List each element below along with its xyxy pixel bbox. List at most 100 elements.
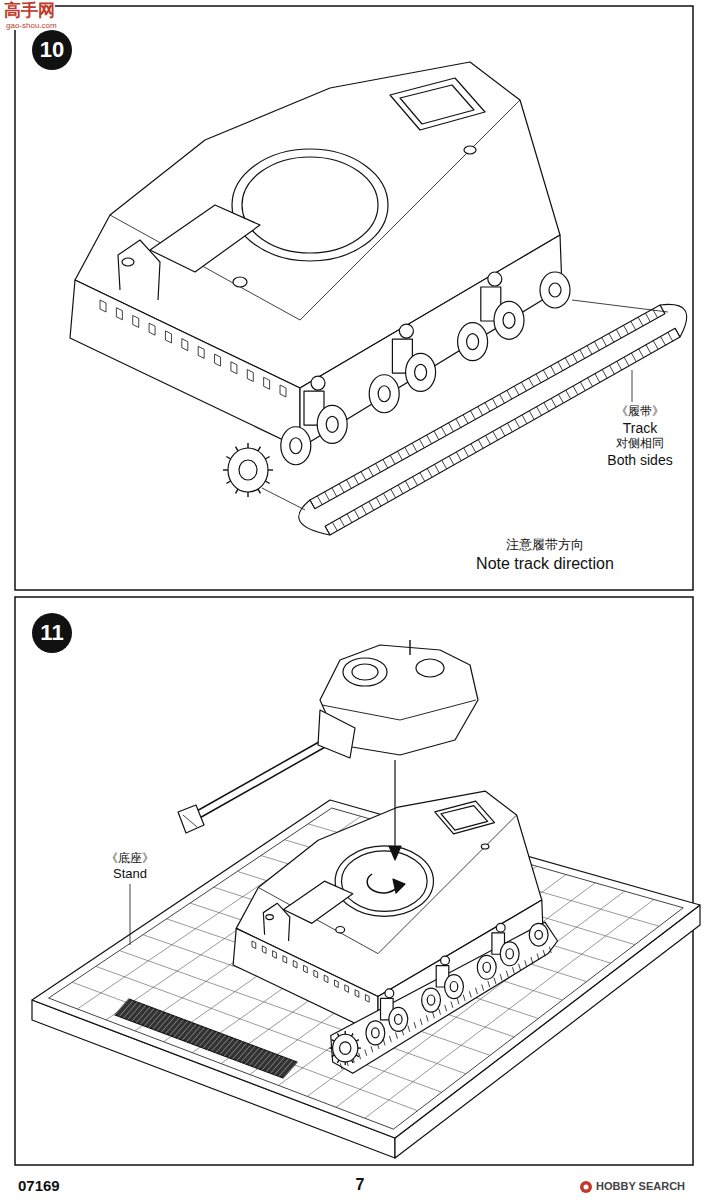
rear-grille-slot [365,995,369,1003]
track-link [610,365,615,374]
track-link [426,1015,428,1021]
fuel-cap [266,915,274,920]
gun-mantlet [318,710,355,758]
track-link [551,366,556,375]
track-link [354,476,359,485]
track-link [449,456,454,465]
track-link [588,378,593,387]
grille-slat [266,1056,280,1072]
rear-grille-slot [283,956,287,964]
track-link [332,488,337,497]
track-link [506,971,508,977]
sprocket-tooth [226,457,230,460]
watermark: HOBBY SEARCH [596,1180,685,1193]
road-wheel-hub [415,364,427,380]
track-link [631,321,636,330]
hatch [390,78,485,130]
sprocket-tooth [332,1055,335,1057]
rear-grille-slot [280,385,286,397]
track-link [476,988,478,994]
track-link [347,514,352,523]
track-link [638,317,643,326]
track-link [435,464,440,473]
track-link [521,382,526,391]
track-link [660,305,665,314]
sprocket-tooth [329,1047,332,1048]
grille-slat [136,1007,150,1023]
track-link [639,349,644,358]
track-link [594,342,599,351]
road-wheel [477,955,496,979]
track-link [325,492,330,501]
gun-barrel [192,740,330,818]
track-link [486,436,491,445]
assembly-arrow [394,760,395,852]
track-link [519,964,521,970]
track-link [624,357,629,366]
periscope [464,146,476,154]
turret-ring-inner [242,157,378,253]
track-link [420,473,425,482]
sprocket-tooth [258,489,261,493]
idler-hub [549,283,561,297]
track-link [463,995,465,1001]
logo-mark [580,1181,592,1193]
turret-ring [335,846,433,917]
track-link [616,329,621,338]
sprocket-tooth [337,1033,339,1036]
track-link [371,1046,373,1052]
hatch-inner [400,85,474,124]
rear-grille-slot [247,370,253,382]
rear-grille-slot [182,339,188,351]
loader-hatch [416,659,444,677]
exhaust-deflector [118,240,160,300]
exhaust-deflector [263,903,289,941]
road-wheel [458,323,488,361]
rear-grille-slot [198,346,204,358]
arrow-head [389,846,401,860]
kit-number: 07169 [18,1177,60,1194]
sprocket-tooth [265,481,269,484]
fuel-cap [233,277,247,287]
track-link [398,485,403,494]
arrow-head [393,879,405,893]
grille-slat [224,1040,238,1056]
part-name: Stand [113,867,147,882]
track-link [339,484,344,493]
track-link [439,1008,441,1014]
road-wheel [422,988,441,1012]
track-link [531,957,533,963]
grille-slat [115,999,129,1015]
note: Note track direction [476,555,614,573]
sprocket-tooth [332,1040,335,1042]
track-link [369,502,374,511]
grille-slat [207,1034,221,1050]
track-link [558,394,563,403]
return-roller [496,923,505,932]
hull-side [300,235,562,448]
track-link [405,481,410,490]
track-link [624,325,629,334]
step-number-text: 10 [40,39,64,61]
antenna-base [409,640,410,655]
track-link [451,1002,453,1008]
road-wheel-hub [427,995,435,1005]
track-link [354,510,359,519]
rear-grille-slot [133,315,139,327]
track-link [529,378,534,387]
road-wheel-hub [372,1028,380,1038]
track-link [427,469,432,478]
cupola-hatch [352,664,378,680]
turret-ring [232,149,388,261]
track-link [514,386,519,395]
track-link [500,974,502,980]
grille-slat [157,1015,171,1031]
sprocket-tooth [268,469,273,470]
sprocket-tooth [345,1031,346,1034]
rear-grille-slot [304,965,308,973]
track-link [512,967,514,973]
rear-grille-slot [100,300,106,312]
track-link [536,374,541,383]
note: 对侧相同 [616,437,664,451]
